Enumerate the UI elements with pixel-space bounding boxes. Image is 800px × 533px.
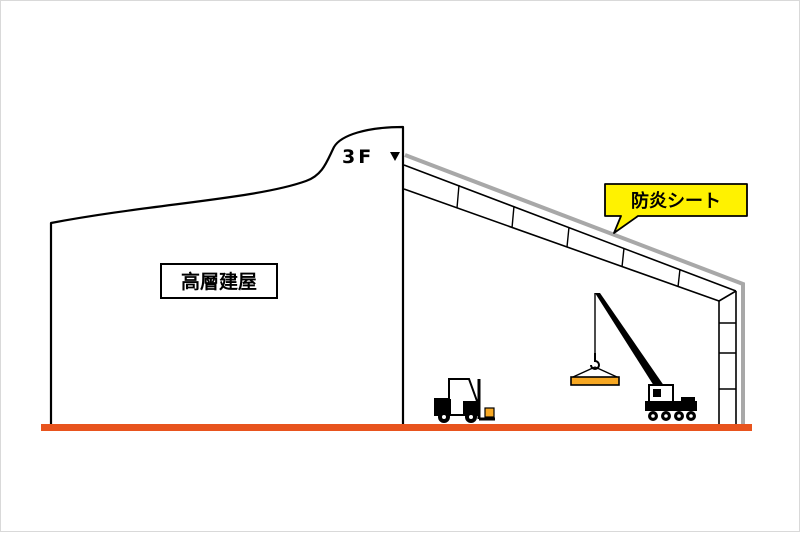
ground-line [41, 424, 752, 431]
floor-label: 3F [342, 146, 374, 168]
forklift-icon [434, 378, 495, 423]
temporary-shed [403, 153, 745, 424]
floor-level-triangle-icon [390, 152, 400, 161]
crane-icon [570, 293, 697, 421]
building-label: 高層建屋 [181, 270, 257, 293]
fire-retardant-sheet [404, 153, 745, 424]
suspended-load [570, 376, 620, 386]
sheet-label: 防炎シート [631, 190, 721, 212]
building-label-box [160, 263, 278, 299]
sheet-callout [604, 183, 748, 234]
high-rise-building [49, 125, 405, 424]
